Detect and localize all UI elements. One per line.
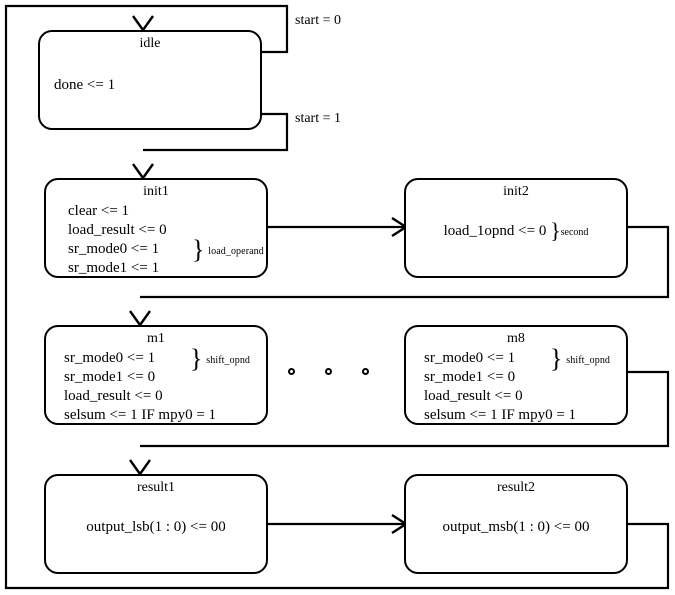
action-brace-group: } shift_opnd xyxy=(190,346,251,372)
arrowhead-into-m1 xyxy=(129,310,151,328)
wire-m8-result1 xyxy=(140,370,670,448)
action-brace-group: } load_operand xyxy=(192,237,264,263)
state-title-idle: idle xyxy=(139,36,161,51)
brace-icon: } xyxy=(550,218,561,243)
state-box-init2[interactable]: init2 load_1opnd <= 0 }second xyxy=(404,178,628,278)
wire-result2-idle xyxy=(4,4,670,590)
state-box-result2[interactable]: result2 output_msb(1 : 0) <= 00 xyxy=(404,474,628,574)
brace-label: second xyxy=(560,227,589,238)
state-title-init1: init1 xyxy=(143,184,169,199)
state-title-result2: result2 xyxy=(496,480,536,495)
brace-label: shift_opnd xyxy=(206,355,251,366)
arrowhead-into-init1 xyxy=(132,163,154,181)
state-action: load_1opnd <= 0 xyxy=(443,223,547,239)
state-action: load_result <= 0 xyxy=(64,388,163,404)
state-title-m8: m8 xyxy=(507,331,525,346)
state-action: sr_mode1 <= 0 xyxy=(64,369,156,385)
ellipsis-dot xyxy=(362,368,369,375)
state-title-m1: m1 xyxy=(147,331,165,346)
transition-label-start0: start = 0 xyxy=(295,13,341,28)
brace-label: shift_opnd xyxy=(566,355,611,366)
ellipsis-dot xyxy=(325,368,332,375)
state-action: selsum <= 1 IF mpy0 = 1 xyxy=(424,407,577,423)
wire-init2-m1 xyxy=(140,225,670,299)
state-action: output_msb(1 : 0) <= 00 xyxy=(442,519,590,535)
state-action: output_lsb(1 : 0) <= 00 xyxy=(86,519,226,535)
state-box-init1[interactable]: init1 clear <= 1 load_result <= 0 sr_mod… xyxy=(44,178,268,278)
brace-icon: } xyxy=(190,344,203,373)
arrowhead-into-idle xyxy=(132,15,154,33)
brace-icon: } xyxy=(550,344,563,373)
state-action: sr_mode1 <= 0 xyxy=(424,369,516,385)
state-action: sr_mode0 <= 1 xyxy=(64,350,156,366)
state-title-init2: init2 xyxy=(503,184,529,199)
transition-label-start1: start = 1 xyxy=(295,111,341,126)
arrowhead-into-result1 xyxy=(129,459,151,477)
state-action: sr_mode0 <= 1 xyxy=(68,241,160,257)
brace-label: load_operand xyxy=(208,246,264,257)
action-brace-group: } shift_opnd xyxy=(550,346,611,372)
state-action-with-brace: load_1opnd <= 0 }second xyxy=(443,218,589,243)
state-box-idle[interactable]: idle done <= 1 xyxy=(38,30,262,130)
wire-start1 xyxy=(143,112,289,152)
ellipsis-dot xyxy=(288,368,295,375)
state-action: load_result <= 0 xyxy=(68,222,167,238)
state-title-result1: result1 xyxy=(136,480,176,495)
state-action: clear <= 1 xyxy=(68,203,130,219)
state-box-result1[interactable]: result1 output_lsb(1 : 0) <= 00 xyxy=(44,474,268,574)
state-action: load_result <= 0 xyxy=(424,388,523,404)
state-action: sr_mode1 <= 1 xyxy=(68,260,160,276)
state-box-m1[interactable]: m1 sr_mode0 <= 1 sr_mode1 <= 0 load_resu… xyxy=(44,325,268,425)
state-action: done <= 1 xyxy=(54,77,116,93)
wire-start0-loop xyxy=(143,4,289,54)
state-action: sr_mode0 <= 1 xyxy=(424,350,516,366)
state-action: selsum <= 1 IF mpy0 = 1 xyxy=(64,407,217,423)
brace-icon: } xyxy=(192,235,205,264)
state-box-m8[interactable]: m8 sr_mode0 <= 1 sr_mode1 <= 0 load_resu… xyxy=(404,325,628,425)
